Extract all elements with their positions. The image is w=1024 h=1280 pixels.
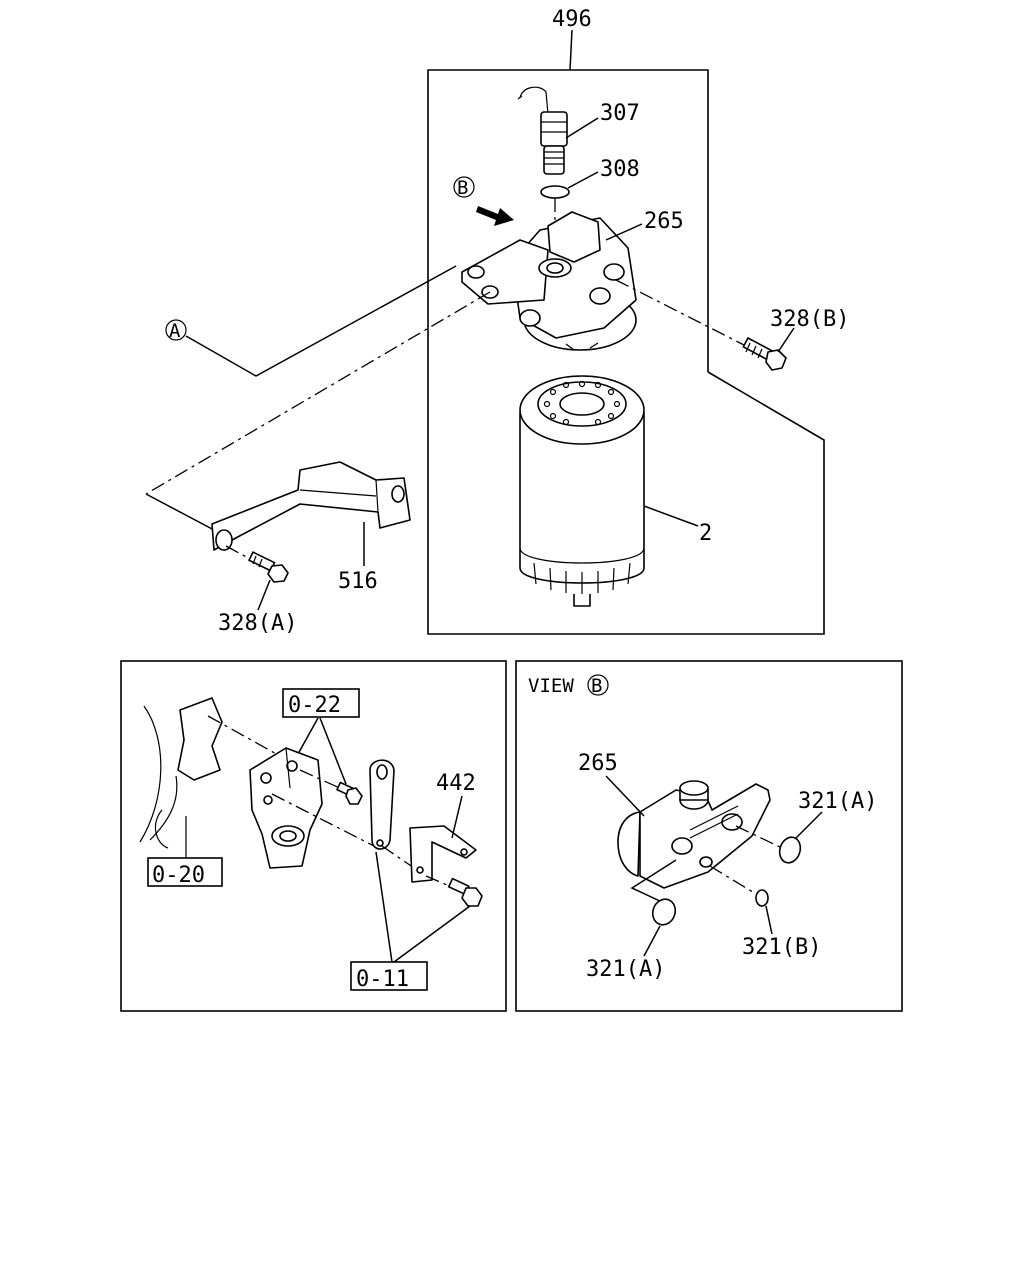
filter-head-265 xyxy=(461,211,637,351)
bolt-0-11 xyxy=(447,877,483,907)
view-b-arrow xyxy=(476,206,514,226)
label-265[interactable]: 265 xyxy=(644,209,684,234)
oring-321a-left xyxy=(651,898,677,926)
label-321a-left[interactable]: 321(A) xyxy=(586,957,665,982)
mounting-boss xyxy=(249,747,323,869)
marker-a xyxy=(165,319,187,341)
label-308[interactable]: 308 xyxy=(600,157,640,182)
label-307[interactable]: 307 xyxy=(600,101,640,126)
ref-box-0-20 xyxy=(147,857,223,887)
view-b-marker xyxy=(587,674,609,696)
label-442[interactable]: 442 xyxy=(436,771,476,796)
plate-442 xyxy=(409,825,477,883)
oring-308 xyxy=(540,185,570,199)
bracket-516 xyxy=(211,461,411,551)
strap-bracket xyxy=(369,759,395,850)
label-328a[interactable]: 328(A) xyxy=(218,611,297,636)
bolt-0-22 xyxy=(336,781,363,805)
svg-text:B: B xyxy=(457,177,468,199)
assembly-496: 496 307 308 B xyxy=(145,7,849,636)
bolt-328b xyxy=(742,337,787,371)
mounting-panel: 0-20 0-22 xyxy=(120,660,507,1012)
marker-b xyxy=(453,176,475,198)
oring-321a-right xyxy=(778,836,802,864)
view-label-265[interactable]: 265 xyxy=(578,751,618,776)
view-filter-head-265 xyxy=(617,780,771,889)
oring-321b xyxy=(755,889,769,907)
label-2[interactable]: 2 xyxy=(699,521,712,546)
label-321a-right[interactable]: 321(A) xyxy=(798,789,877,814)
assembly-outline xyxy=(427,69,825,635)
view-title[interactable]: VIEW xyxy=(528,675,574,697)
label-328b[interactable]: 328(B) xyxy=(770,307,849,332)
filter-cartridge-2 xyxy=(519,375,645,607)
ref-0-11[interactable]: 0-11 xyxy=(356,967,409,992)
label-496[interactable]: 496 xyxy=(552,7,592,32)
ref-box-0-11 xyxy=(350,961,428,991)
label-321b[interactable]: 321(B) xyxy=(742,935,821,960)
label-516[interactable]: 516 xyxy=(338,569,378,594)
ref-0-20[interactable]: 0-20 xyxy=(152,863,205,888)
sensor-307 xyxy=(517,86,568,175)
svg-text:A: A xyxy=(169,320,181,342)
ref-0-22[interactable]: 0-22 xyxy=(288,693,341,718)
view-b-panel: VIEW B 265 321(A) 321(B) 321(A) xyxy=(515,660,903,1012)
ref-box-0-22 xyxy=(282,688,360,718)
bolt-328a xyxy=(248,551,289,583)
svg-text:B: B xyxy=(591,675,602,697)
